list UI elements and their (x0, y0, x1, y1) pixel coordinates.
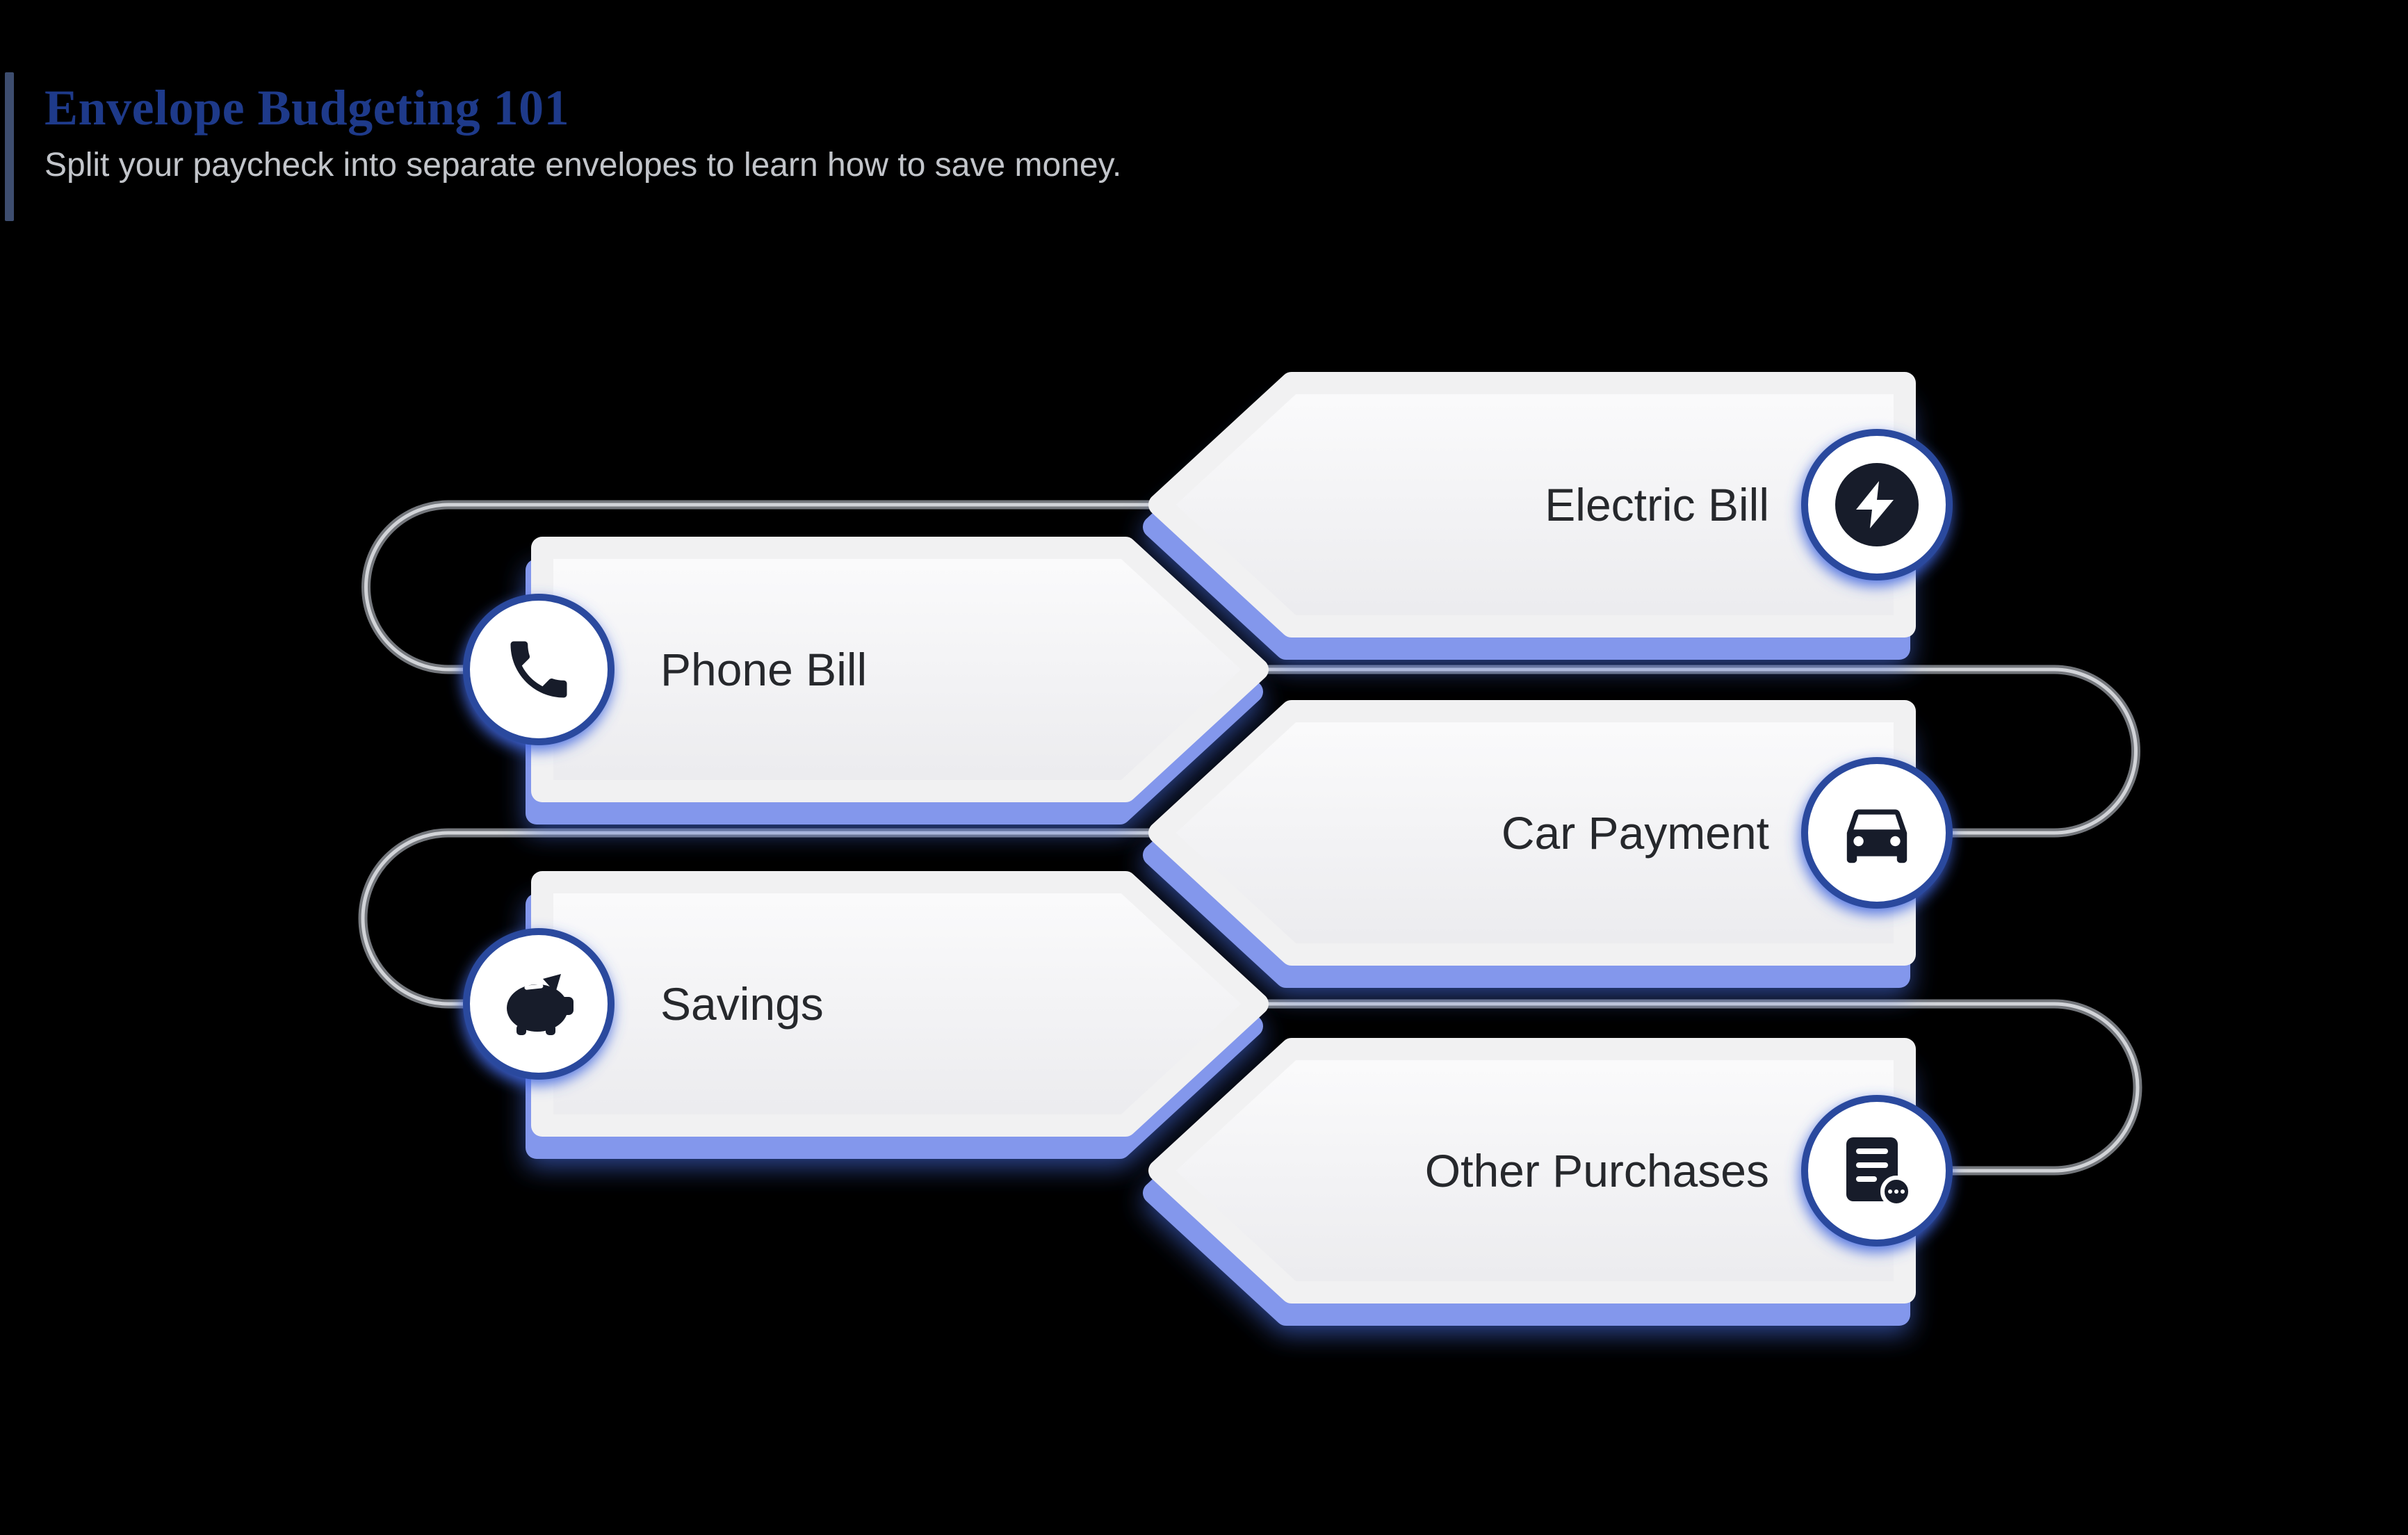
icon-circle (463, 594, 615, 745)
envelope-card-savings: Savings (463, 871, 1269, 1159)
connector-line-highlight (1255, 667, 2138, 835)
card-body (531, 871, 1269, 1137)
connector-line-highlight (364, 503, 1162, 672)
page-title: Envelope Budgeting 101 (44, 80, 570, 136)
card-body (531, 537, 1269, 802)
envelope-label: Phone Bill (660, 644, 867, 695)
car-icon (1846, 809, 1907, 863)
page-subtitle: Split your paycheck into separate envelo… (44, 146, 1122, 184)
connector-line-highlight (361, 831, 1162, 1006)
card-body (1148, 372, 1916, 637)
receipt-icon (1846, 1137, 1912, 1208)
lightning-bolt-icon (1835, 463, 1919, 546)
envelope-label: Other Purchases (1425, 1145, 1769, 1196)
envelope-card-electric-bill: Electric Bill (1143, 372, 1953, 660)
envelope-label: Electric Bill (1545, 479, 1769, 530)
connector-lines (358, 500, 2142, 1176)
accent-bar (5, 72, 14, 221)
header: Envelope Budgeting 101 Split your payche… (44, 80, 1122, 184)
phone-icon (510, 641, 567, 698)
envelope-card-phone-bill: Phone Bill (463, 537, 1269, 825)
envelope-card-car-payment: Car Payment (1143, 700, 1953, 988)
envelope-card-other-purchases: Other Purchases (1143, 1038, 1953, 1326)
envelope-label: Savings (660, 978, 824, 1030)
envelope-label: Car Payment (1502, 807, 1769, 859)
piggy-bank-icon (507, 974, 573, 1035)
connector-line-highlight (1255, 1002, 2140, 1173)
